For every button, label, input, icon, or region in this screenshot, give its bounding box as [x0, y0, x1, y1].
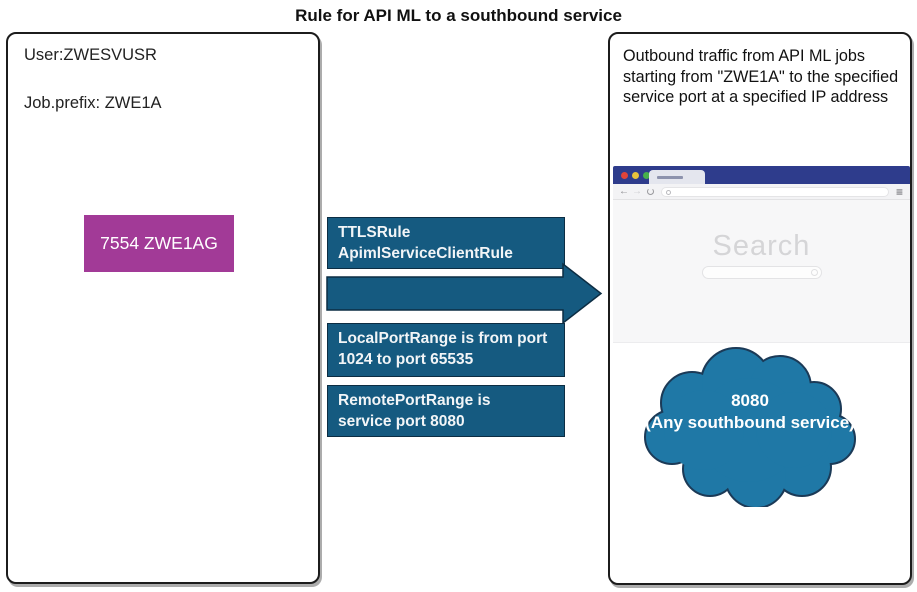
- gateway-port-badge: 7554 ZWE1AG: [84, 215, 234, 272]
- search-icon: [666, 189, 671, 195]
- close-icon: [621, 171, 628, 179]
- remote-port-line2: service port 8080: [338, 413, 465, 431]
- ttls-rule-box: TTLSRule ApimlServiceClientRule: [327, 217, 565, 269]
- page-title: Rule for API ML to a southbound service: [295, 6, 622, 25]
- user-label: User:ZWESVUSR: [24, 46, 157, 64]
- browser-tab: [649, 170, 705, 184]
- api-ml-job-box: User:ZWESVUSR Job.prefix: ZWE1A 7554 ZWE…: [6, 32, 320, 584]
- outbound-traffic-description: Outbound traffic from API ML jobs starti…: [623, 47, 899, 107]
- service-cloud: [644, 347, 856, 507]
- flow-arrow: [326, 262, 603, 325]
- remote-port-line1: RemotePortRange is: [338, 392, 491, 409]
- minimize-icon: [632, 171, 639, 179]
- maximize-icon: [643, 171, 650, 179]
- address-bar: [661, 186, 889, 197]
- search-input: [701, 266, 822, 279]
- reload-icon: [647, 188, 654, 195]
- ttls-rule-line2: ApimlServiceClientRule: [338, 245, 513, 263]
- southbound-service-box: Outbound traffic from API ML jobs starti…: [608, 32, 912, 585]
- browser-content: Search: [613, 200, 910, 343]
- browser-titlebar: [613, 166, 910, 184]
- search-pill-icon: [810, 269, 818, 276]
- browser-window: ← → ≡ Search: [613, 166, 910, 343]
- forward-icon: →: [632, 185, 642, 197]
- search-page-label: Search: [712, 230, 811, 262]
- ttls-rule-line1: TTLSRule: [338, 224, 411, 241]
- back-icon: ←: [619, 185, 629, 197]
- tab-title-placeholder: [657, 176, 683, 179]
- menu-icon: ≡: [895, 184, 903, 199]
- remote-port-range-box: RemotePortRange is service port 8080: [327, 385, 565, 437]
- local-port-range-box: LocalPortRange is from port 1024 to port…: [327, 323, 565, 377]
- browser-toolbar: ← → ≡: [613, 184, 910, 200]
- job-prefix-label: Job.prefix: ZWE1A: [24, 94, 162, 112]
